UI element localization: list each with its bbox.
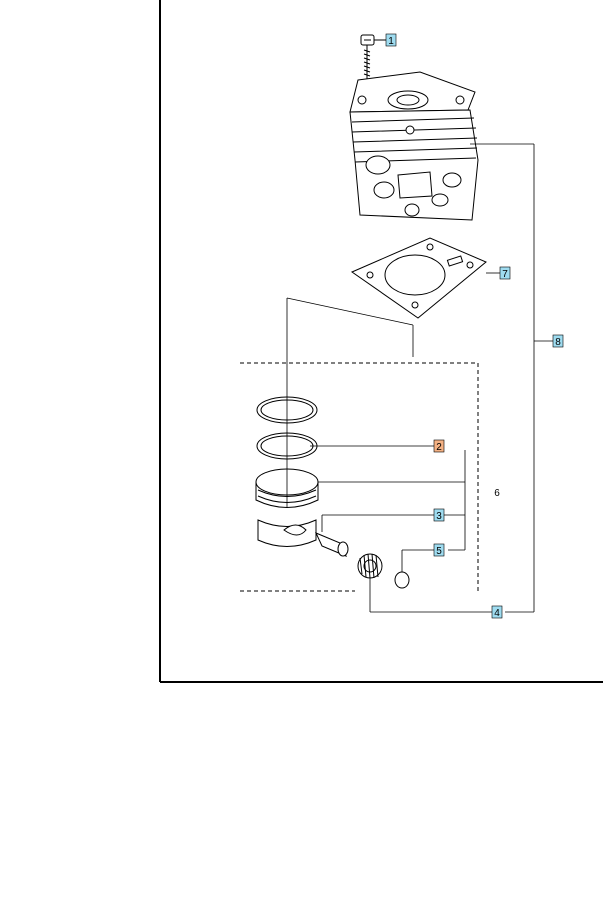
callout-6-label: 6 (494, 488, 500, 499)
callout-3: 3 (433, 508, 445, 522)
callout-1-label: 1 (388, 36, 394, 47)
gasket (350, 237, 487, 319)
callout-8: 8 (552, 334, 564, 348)
callout-8-label: 8 (555, 337, 561, 348)
piston-kit-outline (240, 362, 479, 592)
callout-8-box (552, 334, 564, 348)
callout-3-label: 3 (436, 511, 442, 522)
circlip (394, 571, 410, 589)
callout-5-label: 5 (436, 546, 442, 557)
callout-1-box (385, 33, 397, 47)
callout-3-box (433, 508, 445, 522)
piston-pin (315, 532, 349, 557)
callout-7-box (499, 266, 511, 280)
callout-2: 2 (433, 439, 445, 453)
callout-7-label: 7 (502, 269, 508, 280)
callout-1: 1 (385, 33, 397, 47)
callout-4-box (491, 605, 503, 619)
callout-2-label: 2 (436, 442, 442, 453)
screw (360, 34, 386, 82)
callout-4: 4 (491, 605, 503, 619)
callout-5-box (433, 543, 445, 557)
callout-2-box (433, 439, 445, 453)
callout-5: 5 (433, 543, 445, 557)
callout-4-label: 4 (494, 608, 500, 619)
diagram-frame (159, 0, 603, 683)
leader-lines (286, 143, 553, 613)
cylinder (349, 71, 479, 221)
needle-bearing (357, 553, 383, 579)
callout-7: 7 (499, 266, 511, 280)
callout-6: 6 (494, 488, 500, 499)
